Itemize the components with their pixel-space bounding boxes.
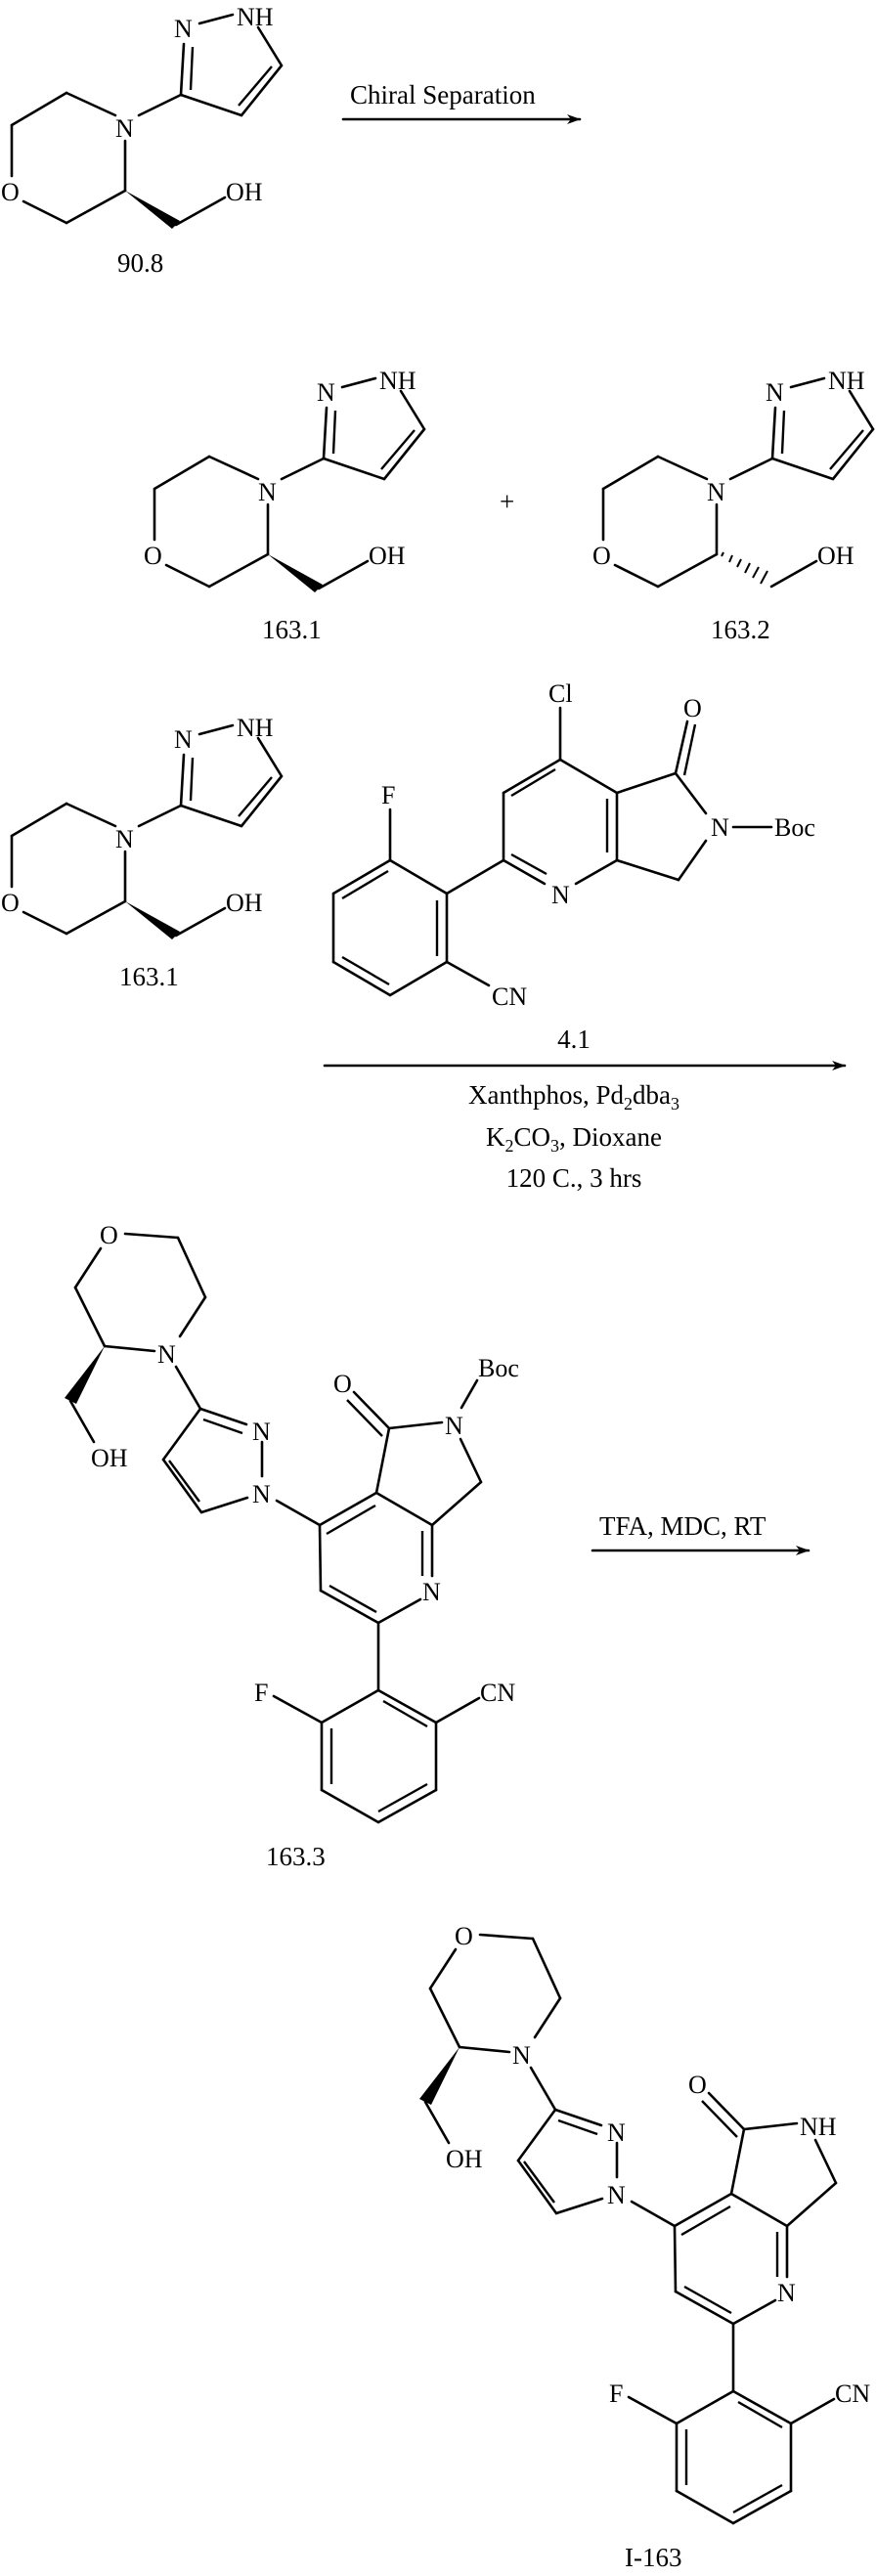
atom-n: N <box>607 2181 626 2209</box>
compound-label: 163.2 <box>711 615 770 644</box>
nitrile-cn: CN <box>480 1679 515 1707</box>
atom-oh: OH <box>226 889 263 917</box>
atom-oh: OH <box>91 1444 128 1472</box>
atom-n: N <box>252 1418 271 1446</box>
atom-o: O <box>688 2071 707 2099</box>
atom-nh: NH <box>237 3 274 31</box>
atom-o: O <box>100 1221 118 1249</box>
compound-i-163: O N OH N N O NH N F CN I-163 <box>419 1922 870 2572</box>
atom-nh: NH <box>237 714 274 742</box>
atom-n: N <box>317 378 335 407</box>
atom-n: N <box>157 1340 176 1369</box>
atom-n: N <box>711 813 729 842</box>
compound-label: 163.1 <box>262 615 322 644</box>
atom-n: N <box>777 2279 796 2307</box>
compound-label: 163.3 <box>266 1842 326 1871</box>
compound-163-3: O N OH N N O N Boc N F CN 163.3 <box>65 1221 519 1871</box>
atom-o: O <box>1 178 20 206</box>
compound-163-2: N NH N O OH 163.2 <box>592 367 875 644</box>
nitrile-cn: CN <box>835 2380 870 2408</box>
atom-nh: NH <box>379 367 416 395</box>
compound-label: 90.8 <box>117 248 163 278</box>
atom-n: N <box>445 1412 463 1440</box>
atom-cl: Cl <box>548 679 573 708</box>
atom-o: O <box>683 694 702 722</box>
atom-oh: OH <box>446 2145 483 2173</box>
atom-o: O <box>455 1922 473 1950</box>
reaction-arrow-deprotection: TFA, MDC, RT <box>591 1511 810 1555</box>
compound-label: 163.1 <box>119 962 179 991</box>
atom-n: N <box>766 378 784 407</box>
reaction-arrow-chiral-separation: Chiral Separation <box>341 80 582 124</box>
plus-sign: + <box>500 487 514 516</box>
atom-o: O <box>333 1370 352 1398</box>
atom-n: N <box>512 2041 531 2070</box>
atom-oh: OH <box>369 542 406 570</box>
atom-oh: OH <box>817 542 854 570</box>
condition-line-2: K2CO3, Dioxane <box>486 1122 662 1156</box>
atom-n: N <box>252 1480 271 1508</box>
atom-n: N <box>707 478 725 506</box>
atom-n: N <box>174 725 193 754</box>
compound-90-8: N NH N O OH 90.8 <box>1 3 284 278</box>
atom-o: O <box>1 889 20 917</box>
compound-163-1: N NH N O OH 163.1 <box>144 367 426 644</box>
atom-n: N <box>607 2118 626 2147</box>
atom-n: N <box>174 15 193 43</box>
compound-4-1: Cl O N N Boc F CN <box>331 679 815 1011</box>
atom-f: F <box>609 2380 623 2408</box>
condition-line-3: 120 C., 3 hrs <box>506 1163 642 1193</box>
compound-label: I-163 <box>625 2543 681 2572</box>
boc-group: Boc <box>478 1354 519 1382</box>
atom-nh: NH <box>800 2113 837 2141</box>
compound-163-1-reactant: N NH N O OH 163.1 <box>1 714 284 991</box>
reagent-text: TFA, MDC, RT <box>599 1511 766 1541</box>
atom-f: F <box>381 781 395 809</box>
nitrile-cn: CN <box>492 982 527 1011</box>
atom-n: N <box>115 114 134 143</box>
atom-n: N <box>422 1578 441 1606</box>
atom-n: N <box>551 881 570 909</box>
condition-line-1: Xanthphos, Pd2dba3 <box>468 1080 679 1113</box>
atom-o: O <box>144 542 162 570</box>
atom-n: N <box>115 825 134 853</box>
reaction-arrow-coupling: 4.1 Xanthphos, Pd2dba3 K2CO3, Dioxane 12… <box>323 1025 847 1193</box>
atom-o: O <box>592 542 611 570</box>
reagent-label: 4.1 <box>557 1025 591 1054</box>
boc-group: Boc <box>774 813 815 842</box>
reagent-text: Chiral Separation <box>350 80 536 109</box>
atom-n: N <box>258 478 277 506</box>
atom-nh: NH <box>828 367 865 395</box>
atom-f: F <box>254 1679 268 1707</box>
atom-oh: OH <box>226 178 263 206</box>
